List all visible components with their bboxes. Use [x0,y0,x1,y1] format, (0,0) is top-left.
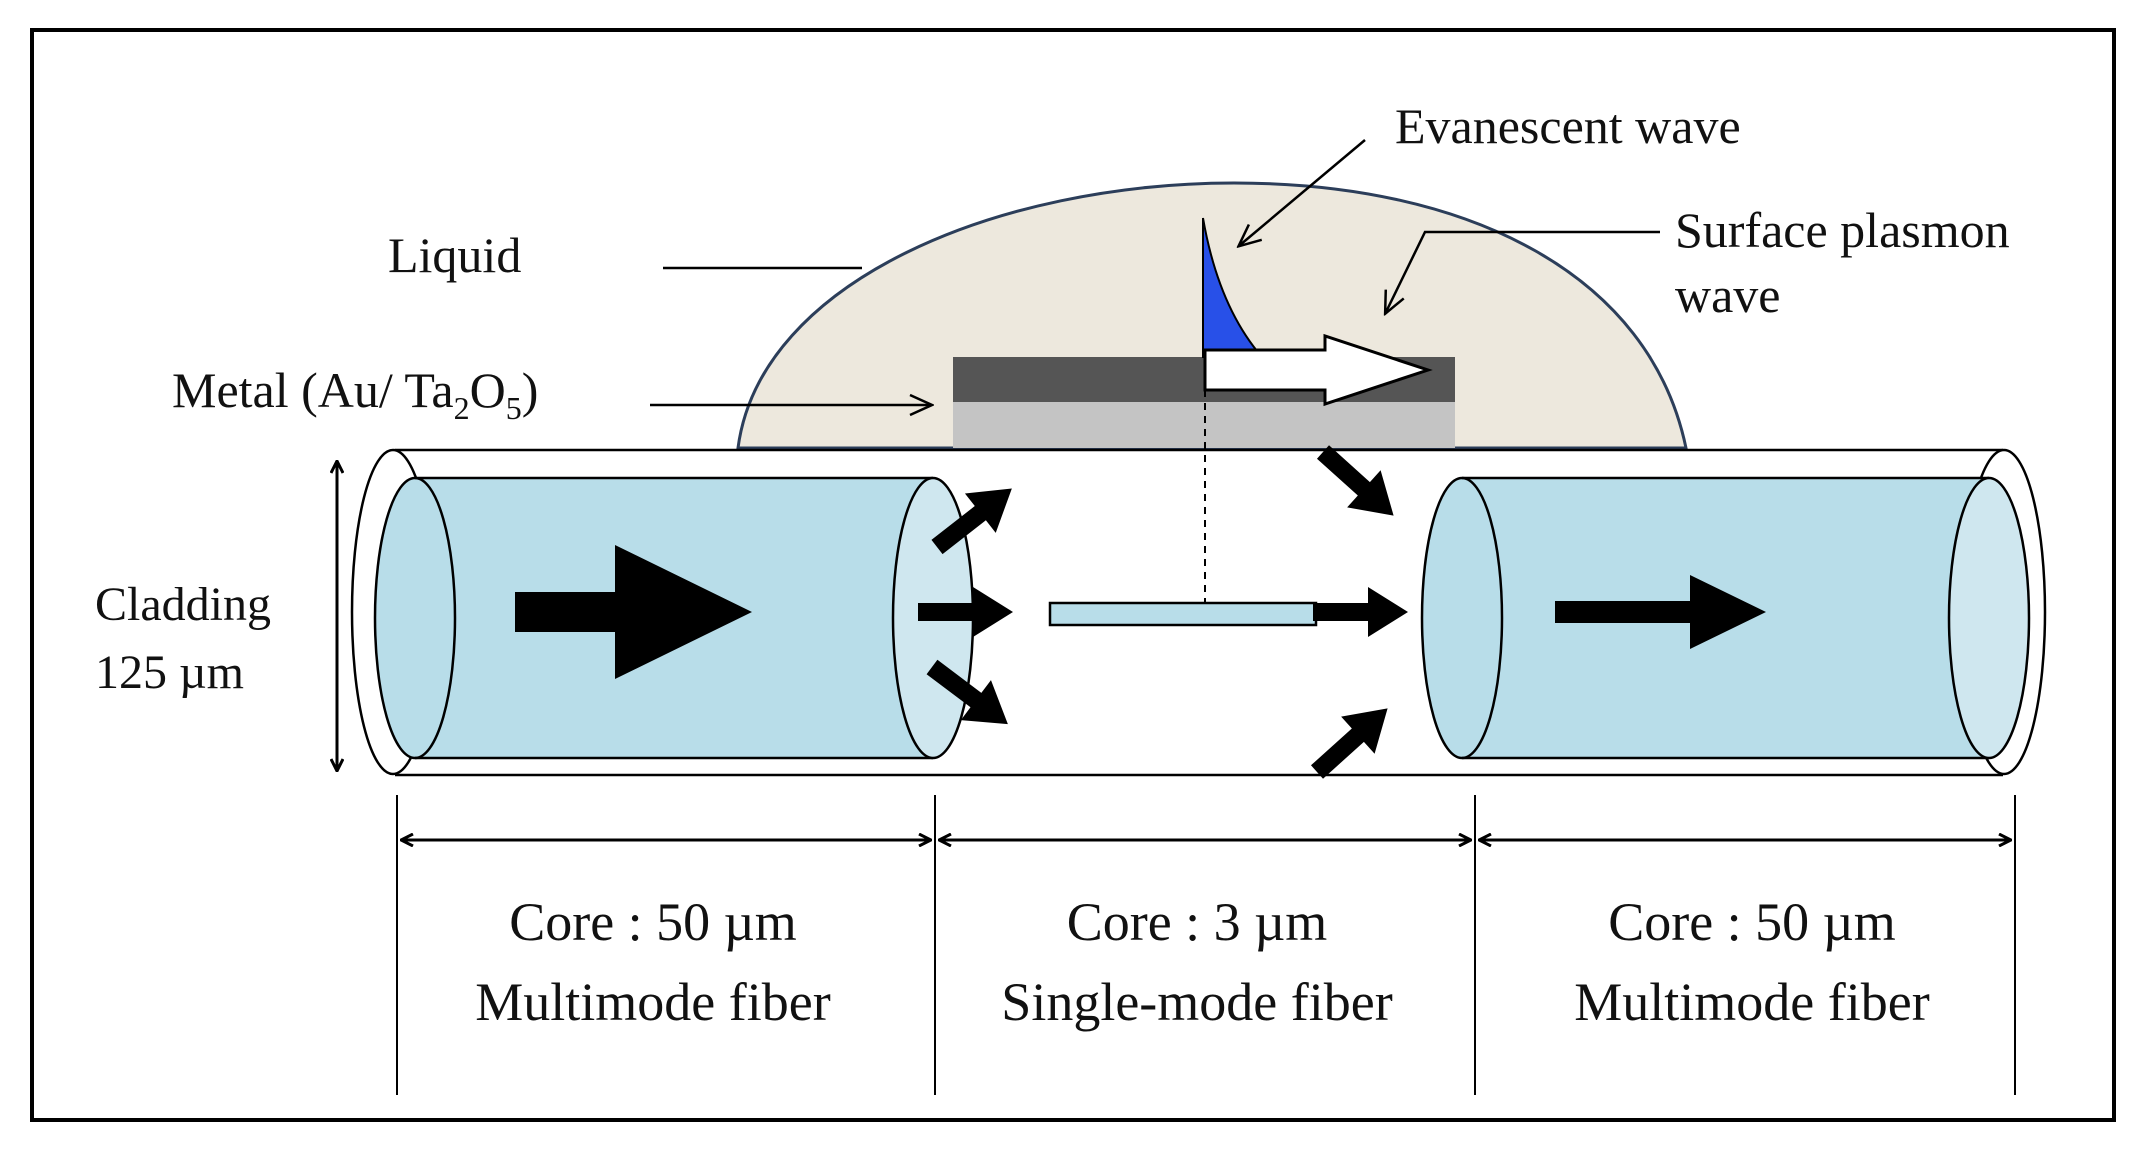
metal-label-sub1: 2 [454,390,470,426]
right-core-back-end [1420,476,1504,760]
evanescent-leader-line [1240,139,1366,245]
converge-arrow-middle [1313,587,1408,637]
diverge-arrow-up [931,488,1012,555]
plasmon-leader-line [1386,230,1660,312]
fiber-cladding [395,448,2003,777]
left-core-edges [415,476,933,760]
metal-label-sub2: 5 [506,390,522,426]
evanescent-wave-label: Evanescent wave [1395,98,1741,154]
section-2-fiber-label: Single-mode fiber [1001,972,1392,1032]
section-1-fiber-label: Multimode fiber [475,972,830,1032]
metal-label-prefix: Metal (Au/ Ta [172,362,454,418]
metal-label: Metal (Au/ Ta2O5) [172,362,538,426]
section-2-core-label: Core : 3 µm [1067,892,1328,952]
section-1-core-label: Core : 50 µm [509,892,797,952]
converge-arrow-top [1316,445,1394,516]
diverge-arrow-middle [918,587,1013,637]
surface-plasmon-label-line1: Surface plasmon [1675,202,2010,258]
converge-arrow-bottom [1310,708,1388,779]
single-mode-core [1048,601,1318,627]
metal-label-suffix: ) [522,362,539,418]
section-3-core-label: Core : 50 µm [1608,892,1896,952]
metal-label-mid: O [470,362,506,418]
section-3-fiber-label: Multimode fiber [1574,972,1929,1032]
surface-plasmon-label-line2: wave [1675,267,1781,323]
left-core-light-arrow [515,545,752,679]
liquid-label: Liquid [388,227,521,283]
right-core-edges [1462,476,1989,760]
surface-plasmon-arrow [1203,333,1433,407]
right-core-front-end [1947,476,2031,760]
left-core-back-end [373,476,457,760]
cladding-label-line1: Cladding [95,578,271,631]
diverge-arrow-down [926,659,1008,725]
right-core-light-arrow [1555,575,1766,649]
cladding-label-line2: 125 µm [95,646,244,699]
